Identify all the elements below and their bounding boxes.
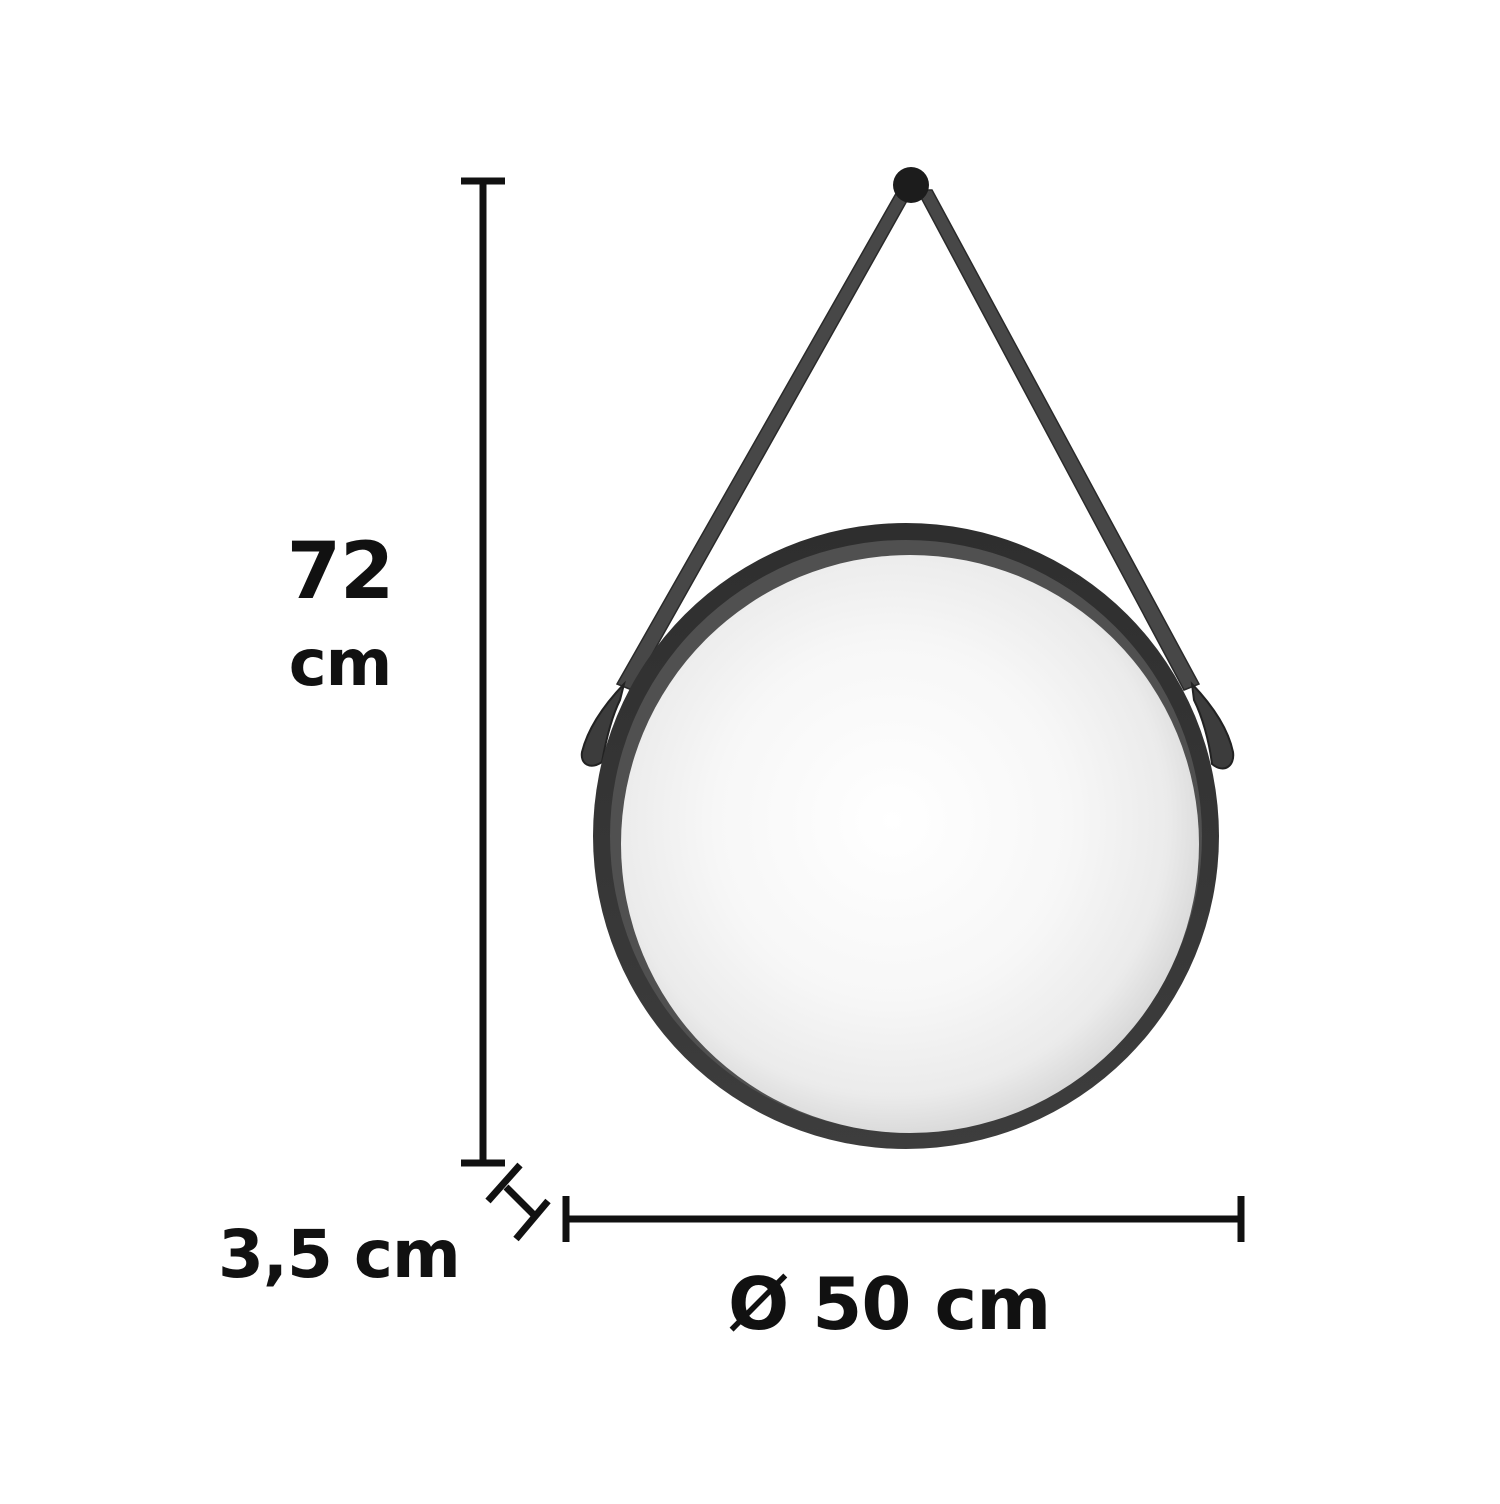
hanging-strap bbox=[580, 189, 1235, 770]
diameter-label: Ø 50 cm bbox=[728, 1262, 1051, 1346]
diameter-dimension-line bbox=[562, 1196, 1245, 1242]
depth-line-top-cap bbox=[485, 1162, 523, 1204]
depth-line-bottom-cap bbox=[513, 1198, 551, 1242]
height-unit: cm bbox=[288, 627, 393, 701]
strap-left-loop bbox=[580, 680, 626, 767]
height-value: 72 bbox=[286, 527, 395, 617]
wall-knob bbox=[893, 167, 929, 203]
depth-label: 3,5 cm bbox=[218, 1216, 461, 1293]
strap-right-loop bbox=[1190, 681, 1235, 770]
height-label: 72 cm bbox=[270, 530, 410, 714]
depth-dimension-line bbox=[485, 1162, 551, 1242]
round-mirror bbox=[593, 523, 1219, 1149]
depth-line-shaft bbox=[503, 1184, 537, 1218]
height-dimension-line bbox=[461, 177, 505, 1167]
mirror-glass bbox=[621, 555, 1199, 1133]
